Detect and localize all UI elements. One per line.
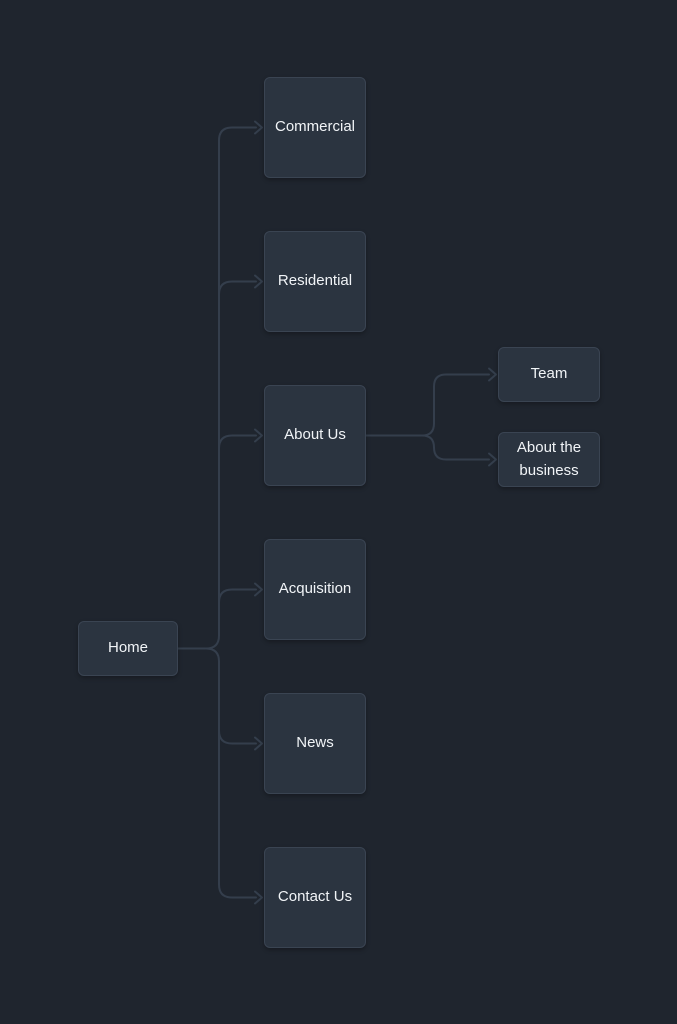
node-home[interactable]: Home — [78, 621, 178, 676]
edge-home-contact-us — [205, 647, 257, 899]
node-residential[interactable]: Residential — [264, 231, 366, 332]
edge-home-acquisition — [218, 588, 257, 604]
node-residential-label: Residential — [277, 272, 353, 290]
node-commercial[interactable]: Commercial — [264, 77, 366, 178]
node-about-us[interactable]: About Us — [264, 385, 366, 486]
arrowhead-business — [488, 452, 497, 467]
edge-about-us-team — [421, 373, 490, 437]
node-team[interactable]: Team — [498, 347, 600, 402]
node-contact-us[interactable]: Contact Us — [264, 847, 366, 948]
arrowhead-team — [488, 367, 497, 382]
edge-home-residential — [218, 280, 257, 296]
arrowhead-contact-us — [254, 890, 263, 905]
node-acquisition[interactable]: Acquisition — [264, 539, 366, 640]
edge-home-commercial — [205, 126, 257, 650]
arrowhead-news — [254, 736, 263, 751]
node-home-label: Home — [107, 639, 148, 657]
node-about-the-business[interactable]: About the business — [498, 432, 600, 487]
node-acquisition-label: Acquisition — [278, 580, 352, 598]
arrowhead-acquisition — [254, 582, 263, 597]
edge-home-about-us — [218, 434, 257, 450]
node-about-the-business-label: About the business — [516, 439, 582, 479]
arrowhead-residential — [254, 274, 263, 289]
node-about-us-label: About Us — [284, 426, 346, 444]
node-news[interactable]: News — [264, 693, 366, 794]
node-commercial-label: Commercial — [274, 118, 355, 136]
node-contact-us-label: Contact Us — [277, 888, 353, 906]
edge-about-us-business — [421, 434, 490, 461]
edge-home-news — [218, 729, 257, 745]
node-news-label: News — [296, 734, 334, 752]
node-team-label: Team — [530, 365, 568, 383]
arrowhead-commercial — [254, 120, 263, 135]
arrowhead-about-us — [254, 428, 263, 443]
